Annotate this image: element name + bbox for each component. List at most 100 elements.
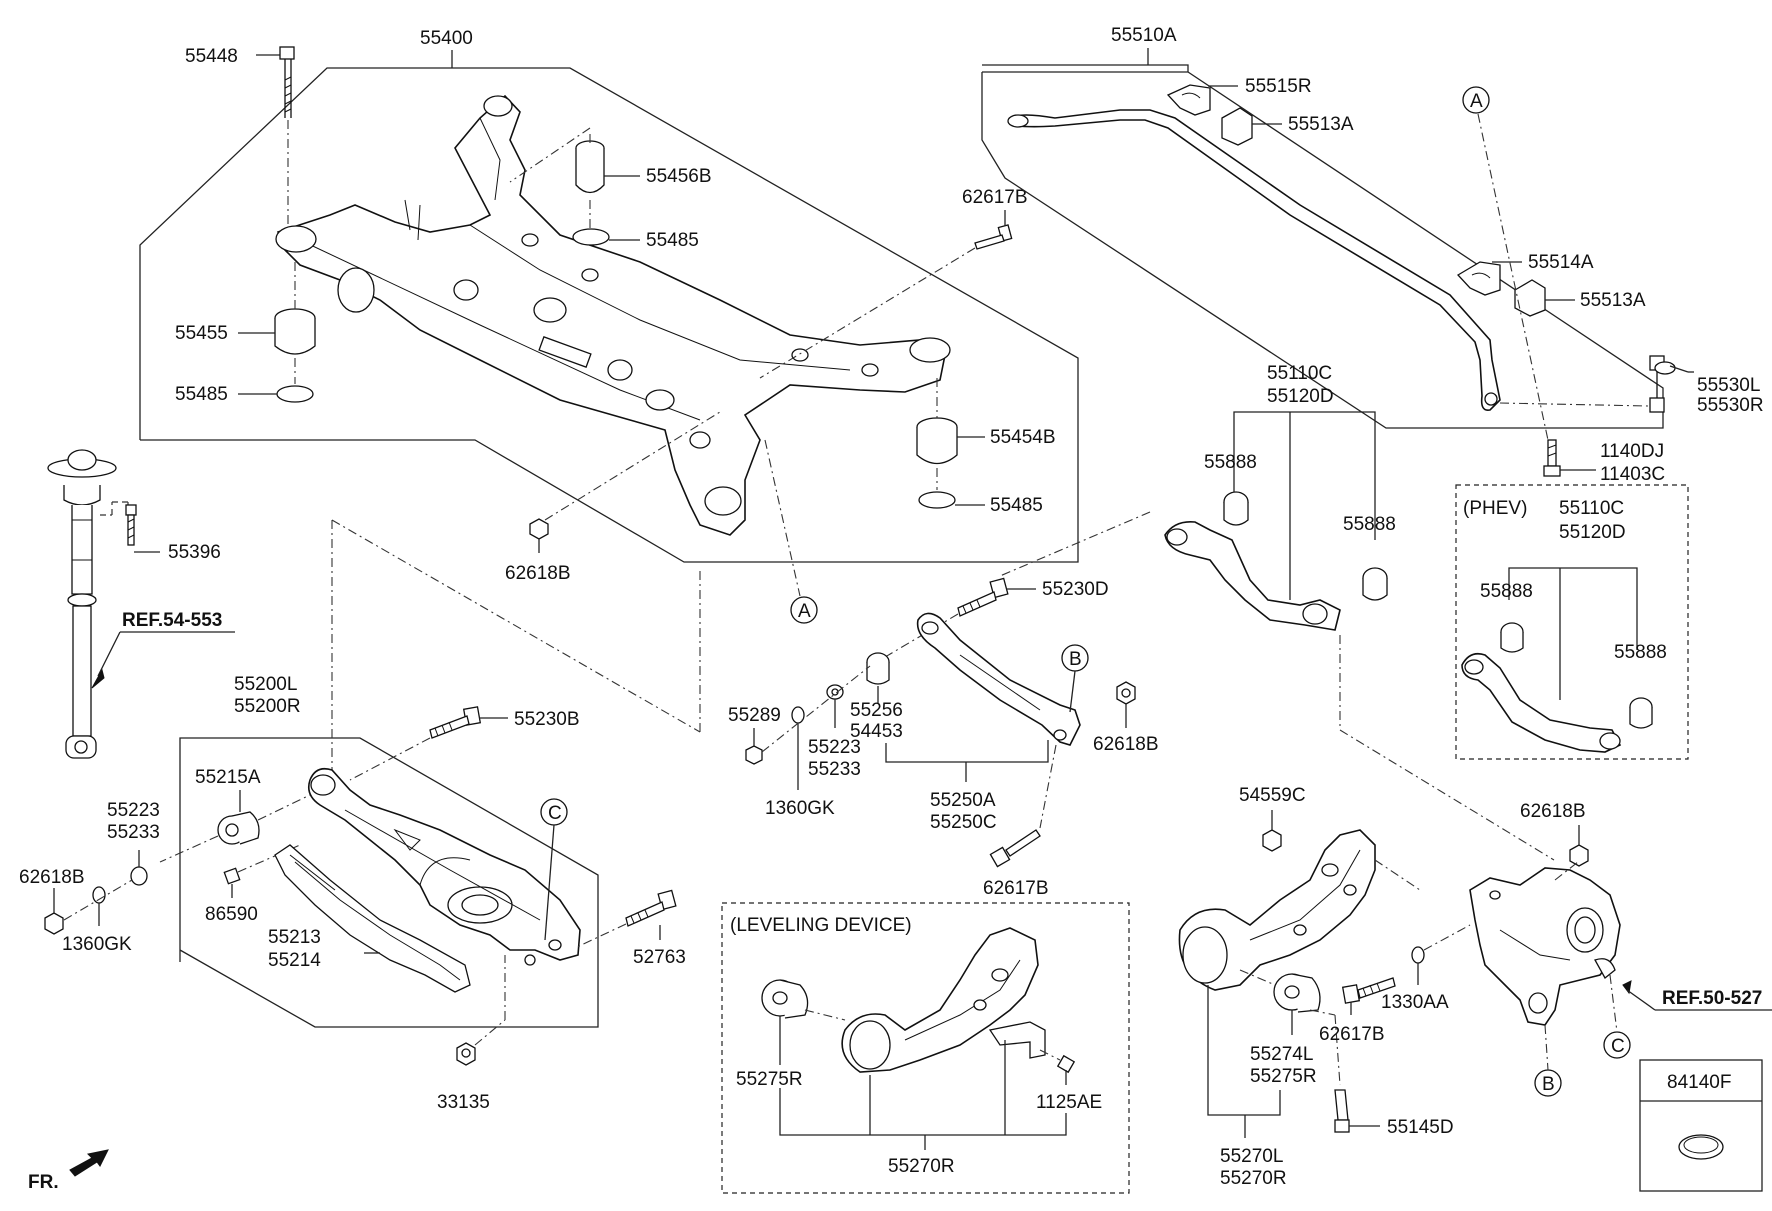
label-phev-55110C: 55110C [1559, 498, 1624, 519]
label-55456B: 55456B [646, 166, 712, 187]
label-55270L: 55270L [1220, 1146, 1283, 1167]
label-55145D: 55145D [1387, 1117, 1454, 1138]
callout-a-subframe: A [798, 601, 811, 622]
label-55256: 55256 [850, 700, 903, 721]
bolt-55448 [256, 46, 295, 230]
label-55233-mid: 55233 [808, 759, 861, 780]
label-54559C: 54559C [1239, 785, 1306, 806]
nut-54559C [1262, 810, 1282, 852]
bolt-62617B-mid [989, 744, 1057, 868]
label-1360GK-left: 1360GK [62, 934, 132, 955]
bushing-55888-b [1362, 567, 1388, 601]
label-phev-55120D: 55120D [1559, 522, 1626, 543]
washer-1360GK-mid [791, 706, 805, 790]
label-55274L: 55274L [1250, 1044, 1313, 1065]
label-62617B-mid: 62617B [983, 878, 1049, 899]
bushing-55215A [217, 790, 260, 845]
label-84140F: 84140F [1667, 1072, 1731, 1093]
bolt-55145D [1309, 1009, 1380, 1133]
lateral-link-group: 55230D B 62618B 55256 54453 55223 [728, 577, 1159, 899]
leveling-bracket [988, 1021, 1046, 1075]
label-55223-left: 55223 [107, 800, 160, 821]
subframe-55400 [275, 94, 951, 536]
plug-icon [1678, 1134, 1724, 1160]
label-55233-left: 55233 [107, 822, 160, 843]
knuckle-group: 62617B 1330AA 62618B B C [1319, 801, 1772, 1097]
label-55455: 55455 [175, 323, 228, 344]
bolt-55230D [879, 577, 1036, 661]
label-55250C: 55250C [930, 812, 997, 833]
nut-55289 [745, 728, 763, 765]
ref-54-553[interactable]: REF.54-553 [122, 610, 222, 631]
label-55200R: 55200R [234, 696, 301, 717]
label-1125AE: 1125AE [1036, 1092, 1102, 1113]
upper-arm-55110C [1164, 520, 1341, 631]
label-phev-55888-b: 55888 [1614, 642, 1667, 663]
label-62618B-left: 62618B [19, 867, 85, 888]
bushing-55513A-b [1514, 279, 1575, 317]
label-55230D: 55230D [1042, 579, 1109, 600]
label-55888-a: 55888 [1204, 452, 1257, 473]
shock-absorber [47, 449, 129, 759]
label-phev-55888-a: 55888 [1480, 581, 1533, 602]
bushing-55274L [1273, 973, 1321, 1035]
label-55275R: 55275R [1250, 1066, 1317, 1087]
label-33135: 33135 [437, 1092, 490, 1113]
leveling-bushing-55275R [761, 979, 809, 1065]
link-55250A [916, 612, 1081, 746]
front-label: FR. [28, 1172, 59, 1193]
label-55230B: 55230B [514, 709, 580, 730]
nut-62618B-knuckle [1569, 825, 1589, 867]
label-62617B-top: 62617B [962, 187, 1028, 208]
phev-variant-box: (PHEV) 55110C 55120D 55888 55888 [1455, 484, 1689, 760]
stabilizer-link-55530 [1499, 355, 1694, 413]
label-55120D: 55120D [1267, 386, 1334, 407]
label-55270R: 55270R [1220, 1168, 1287, 1189]
ref-50-527[interactable]: REF.50-527 [1662, 988, 1762, 1009]
label-1360GK-mid: 1360GK [765, 798, 835, 819]
washer-1360GK-left [92, 886, 106, 926]
section-leveling-device: (LEVELING DEVICE) [730, 915, 912, 936]
knuckle [1469, 867, 1621, 1026]
leveling-trailing-arm [841, 927, 1039, 1073]
bolt-52763 [574, 889, 677, 949]
label-11403C: 11403C [1600, 464, 1665, 485]
leveling-device-box: (LEVELING DEVICE) 55275R 1125AE [721, 902, 1130, 1194]
bracket-55515R [1166, 84, 1238, 116]
label-55513A-b: 55513A [1580, 290, 1646, 311]
label-62617B-knuckle: 62617B [1319, 1024, 1385, 1045]
callout-c-knuckle: C [1611, 1036, 1625, 1057]
label-55448: 55448 [185, 46, 238, 67]
nut-62618B-mid [529, 411, 721, 553]
label-55454B: 55454B [990, 427, 1056, 448]
label-62618B-mid: 62618B [505, 563, 571, 584]
bushing-55456B [509, 127, 640, 246]
stabilizer-bar-55510A [1007, 109, 1501, 412]
phev-bushing-a [1500, 622, 1524, 653]
label-55530R: 55530R [1697, 395, 1764, 416]
bolt-1140DJ [1543, 439, 1596, 477]
bushing-55256 [866, 652, 890, 704]
bolt-55396 [125, 504, 160, 553]
label-55514A: 55514A [1528, 252, 1594, 273]
callout-b-link: B [1069, 649, 1082, 670]
label-55510A: 55510A [1111, 25, 1177, 46]
label-55289: 55289 [728, 705, 781, 726]
label-55515R: 55515R [1245, 76, 1312, 97]
label-55530L: 55530L [1697, 375, 1760, 396]
trailing-arm-group: 54559C 55274L 55275R [1178, 785, 1454, 1189]
plug-84140F-box: 84140F [1639, 1059, 1763, 1192]
bolt-62617B-knuckle [1341, 977, 1396, 1015]
link-55213 [274, 844, 471, 993]
front-arrow-icon [69, 1149, 109, 1177]
subframe-group: 55400 55448 [139, 28, 1079, 624]
nut-62618B-left [44, 888, 64, 935]
label-55485-b: 55485 [175, 384, 228, 405]
label-55214: 55214 [268, 950, 321, 971]
bushing-55513A-a [1221, 107, 1282, 146]
bolt-1125AE [1039, 1049, 1076, 1085]
phev-upper-arm [1461, 652, 1622, 753]
bolt-86590 [223, 844, 301, 898]
label-86590: 86590 [205, 904, 258, 925]
